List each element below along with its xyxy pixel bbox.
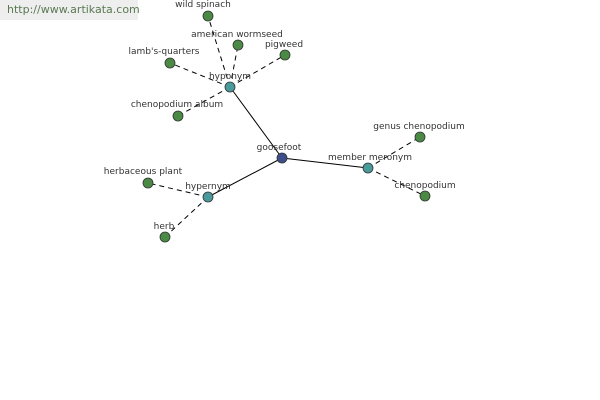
edge-goosefoot-hyponym: [229, 86, 283, 159]
node-wild-spinach[interactable]: wild spinach: [175, 0, 231, 22]
node-label-lambs-quarters[interactable]: lamb's-quarters: [129, 47, 200, 57]
node-label-chenopodium[interactable]: chenopodium: [394, 181, 455, 191]
node-goosefoot[interactable]: goosefoot: [257, 143, 302, 164]
node-label-hyponym[interactable]: hyponym: [209, 72, 251, 82]
node-chenopodium[interactable]: chenopodium: [394, 181, 456, 202]
node-label-pigweed[interactable]: pigweed: [265, 40, 303, 50]
node-pigweed[interactable]: pigweed: [265, 40, 303, 61]
watermark-url[interactable]: http://www.artikata.com: [0, 0, 140, 20]
node-member-meronym[interactable]: member meronym: [328, 153, 412, 174]
edge-hyponym-wild-spinach: [207, 15, 231, 88]
node-circle-chenopodium[interactable]: [419, 190, 431, 202]
node-circle-wild-spinach[interactable]: [202, 10, 214, 22]
node-circle-member-meronym[interactable]: [362, 162, 374, 174]
node-herb[interactable]: herb: [154, 222, 175, 243]
node-circle-genus-chenopodium[interactable]: [414, 131, 426, 143]
node-chenopodium-album[interactable]: chenopodium album: [131, 100, 223, 122]
node-label-herbaceous-plant[interactable]: herbaceous plant: [104, 167, 183, 177]
node-label-member-meronym[interactable]: member meronym: [328, 153, 412, 163]
edge-goosefoot-hypernym: [207, 157, 283, 198]
edge-hyponym-chenopodium-album: [177, 86, 231, 117]
edge-goosefoot-member-meronym: [281, 157, 369, 169]
edge-member-meronym-chenopodium: [367, 167, 426, 197]
node-hyponym[interactable]: hyponym: [209, 72, 251, 93]
node-label-chenopodium-album[interactable]: chenopodium album: [131, 100, 223, 110]
edge-hypernym-herbaceous-plant: [147, 182, 209, 198]
node-circle-hyponym[interactable]: [224, 81, 236, 93]
edge-member-meronym-genus-chenopodium: [367, 136, 421, 169]
node-label-american-wormseed[interactable]: american wormseed: [191, 30, 283, 40]
nodes-layer: goosefoot hyponym hypernym member meronym wi…: [104, 0, 465, 243]
node-label-hypernym[interactable]: hypernym: [185, 182, 231, 192]
node-label-genus-chenopodium[interactable]: genus chenopodium: [373, 122, 465, 132]
node-circle-american-wormseed[interactable]: [232, 39, 244, 51]
node-circle-hypernym[interactable]: [202, 191, 214, 203]
edge-hyponym-lambs-quarters: [169, 62, 231, 88]
node-circle-herb[interactable]: [159, 231, 171, 243]
node-circle-herbaceous-plant[interactable]: [142, 177, 154, 189]
node-label-goosefoot[interactable]: goosefoot: [257, 143, 302, 153]
node-circle-goosefoot[interactable]: [276, 152, 288, 164]
edge-hyponym-american-wormseed: [229, 44, 239, 88]
node-circle-lambs-quarters[interactable]: [164, 57, 176, 69]
node-label-wild-spinach[interactable]: wild spinach: [175, 0, 231, 10]
edge-hypernym-herb: [164, 196, 209, 238]
node-circle-pigweed[interactable]: [279, 49, 291, 61]
node-hypernym[interactable]: hypernym: [185, 182, 231, 203]
edges-layer: [147, 15, 426, 238]
node-label-herb[interactable]: herb: [154, 222, 175, 232]
node-american-wormseed[interactable]: american wormseed: [191, 30, 283, 51]
node-circle-chenopodium-album[interactable]: [172, 110, 184, 122]
edge-hyponym-pigweed: [229, 54, 286, 88]
node-lambs-quarters[interactable]: lamb's-quarters: [129, 47, 200, 69]
node-genus-chenopodium[interactable]: genus chenopodium: [373, 122, 465, 143]
node-herbaceous-plant[interactable]: herbaceous plant: [104, 167, 183, 189]
